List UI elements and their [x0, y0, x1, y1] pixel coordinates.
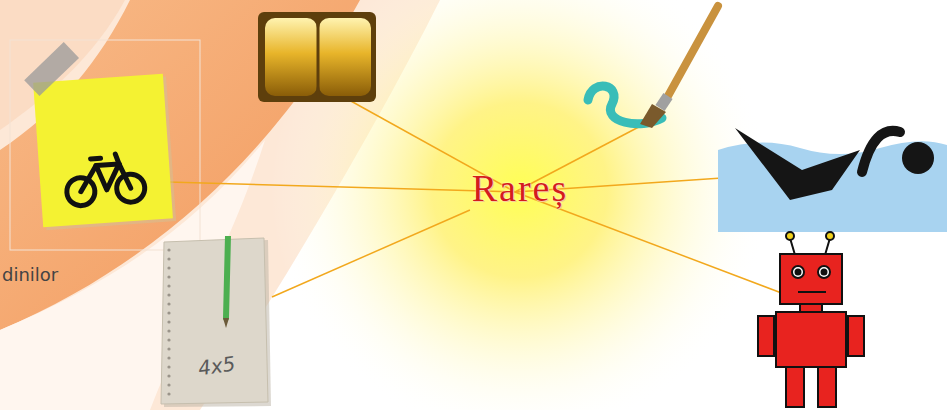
spiral-hole [167, 302, 170, 305]
spiral-hole [167, 356, 170, 359]
spiral-hole [167, 365, 170, 368]
spiral-hole [167, 383, 170, 386]
center-topic: Rareș [455, 166, 585, 210]
topic-title: Rareș [455, 166, 585, 210]
spiral-hole [167, 284, 170, 287]
leader-line [168, 182, 515, 192]
faint-frame [10, 40, 200, 250]
spiral-hole [167, 320, 170, 323]
spiral-hole [167, 347, 170, 350]
pencil [226, 236, 228, 318]
notepad-drawing [158, 236, 272, 408]
sticky-note [33, 74, 173, 228]
connector-line [272, 210, 470, 297]
spiral-hole [167, 392, 170, 395]
spiral-hole [167, 311, 170, 314]
spiral-hole [167, 248, 170, 251]
book-icon [258, 12, 376, 102]
bicycle-icon [64, 152, 145, 206]
spiral-hole [167, 338, 170, 341]
spiral-hole [167, 257, 170, 260]
bicycle-note [22, 35, 176, 231]
cut-off-text: dinilor [2, 264, 58, 285]
center-glow [270, 0, 770, 410]
paint-brush-icon [588, 6, 718, 128]
spiral-hole [167, 293, 170, 296]
notepad-paper [161, 238, 268, 404]
spiral-hole [167, 275, 170, 278]
tape [24, 42, 79, 96]
spiral-hole [167, 329, 170, 332]
swimmer-icon [718, 128, 947, 232]
spiral-hole [167, 266, 170, 269]
handwritten-text: 4x5 [197, 352, 237, 381]
robot-icon [758, 232, 864, 407]
spiral-hole [167, 374, 170, 377]
notepad-node: 4x5 [158, 236, 272, 408]
pencil-tip [223, 318, 229, 328]
